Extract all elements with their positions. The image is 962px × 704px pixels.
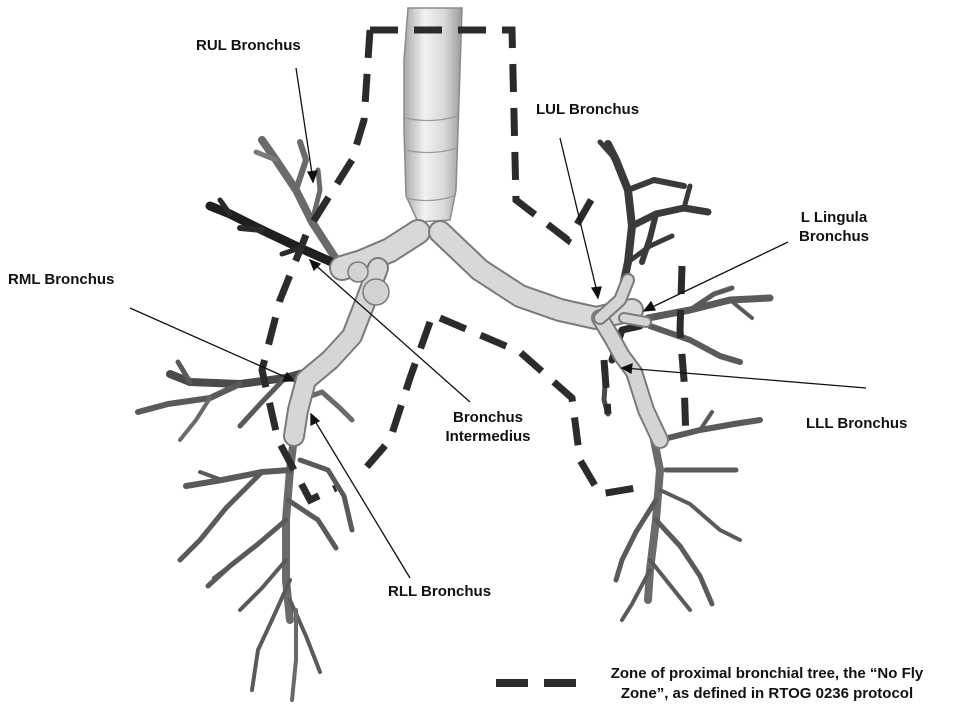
legend-line1: Zone of proximal bronchial tree, the “No… [578, 664, 956, 684]
arrowhead-l-lingula [644, 302, 655, 311]
left-upper-lobe-branches [600, 142, 708, 300]
left-lingula-branches [648, 288, 770, 362]
label-bronchus-intermedius-line2: Intermedius [428, 427, 548, 446]
label-rul-bronchus: RUL Bronchus [196, 36, 301, 55]
label-bronchus-intermedius: Bronchus Intermedius [428, 408, 548, 446]
leader-rll [312, 416, 410, 578]
arrowhead-lul [592, 287, 601, 298]
leader-bronchus-intermedius [312, 262, 470, 402]
right-lower-lobe-branches [180, 392, 352, 700]
label-l-lingula-bronchus: L Lingula Bronchus [774, 208, 894, 246]
leader-lul [560, 138, 598, 296]
arrowhead-rul [308, 171, 317, 182]
label-l-lingula-line1: L Lingula [774, 208, 894, 227]
leader-lines [130, 68, 866, 578]
legend-line2: Zone”, as defined in RTOG 0236 protocol [578, 684, 956, 704]
label-rll-bronchus: RLL Bronchus [388, 582, 491, 601]
arrowhead-rll [311, 414, 319, 425]
label-lll-bronchus: LLL Bronchus [806, 414, 907, 433]
label-bronchus-intermedius-line1: Bronchus [428, 408, 548, 427]
label-rml-bronchus: RML Bronchus [8, 270, 114, 289]
label-l-lingula-line2: Bronchus [774, 227, 894, 246]
legend-text: Zone of proximal bronchial tree, the “No… [578, 664, 956, 704]
leader-lll [624, 368, 866, 388]
trachea [404, 8, 462, 222]
label-lul-bronchus: LUL Bronchus [536, 100, 639, 119]
